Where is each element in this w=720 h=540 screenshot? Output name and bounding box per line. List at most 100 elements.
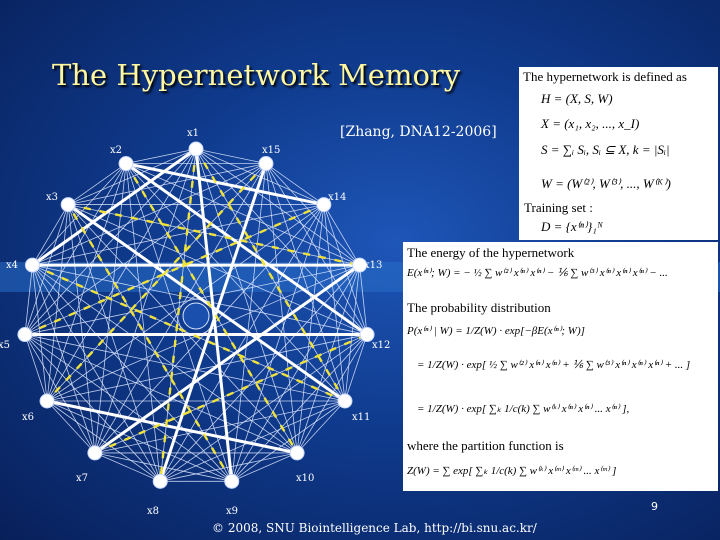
graph-edge [32,204,69,266]
node-label-x15: x15 [262,145,281,156]
graph-edge [160,334,368,482]
node-label-x6: x6 [22,412,35,423]
graph-node-x7 [87,445,103,461]
slide-title: The Hypernetwork Memory [52,58,461,92]
graph-node-x3 [60,197,76,213]
graph-edge [24,148,197,335]
hyperedge-dashed [67,203,360,267]
graph-edge [296,264,360,454]
graph-edge [195,148,267,164]
graph-edge [344,334,368,402]
graph-node-x12 [359,327,375,343]
graph-edge [24,163,127,335]
graph-edge [32,264,298,454]
graph-edge [265,163,368,335]
graph-edge [159,204,325,482]
graph-edge [24,334,96,454]
graph-node-x14 [316,197,332,213]
node-label-x4: x4 [6,260,19,271]
definition-panel: The hypernetwork is defined as H = (X, S… [519,67,718,240]
graph-edge [32,163,267,266]
graph-node-x4 [24,257,40,273]
node-label-x13: x13 [364,260,383,271]
graph-edge [32,264,233,482]
node-label-x8: x8 [147,506,160,517]
graph-edge [265,163,346,402]
graph-edge [296,334,368,454]
graph-edge [195,148,324,205]
highlighted-edge [94,263,361,455]
graph-edge [32,163,127,266]
graph-edge [32,204,324,266]
graph-edge [94,400,346,454]
graph-edge [359,265,368,335]
graph-node-x10 [289,445,305,461]
graph-edge [24,334,161,482]
graph-edge [231,163,267,482]
highlighted-edge [46,399,298,455]
graph-edge [94,163,267,454]
graph-edge [195,148,368,335]
hyperedge-dashed [67,203,233,482]
graph-node-x8 [152,473,168,489]
graph-edge [67,163,127,205]
graph-edge [67,204,161,482]
graph-edge [94,163,127,453]
graph-edge [24,204,69,335]
graph-edge [323,204,346,402]
graph-edge [24,163,267,335]
footer-copyright: © 2008, SNU Biointelligence Lab, http://… [212,521,537,535]
graph-edge [323,204,360,266]
graph-edge [231,452,298,482]
node-label-x2: x2 [110,145,123,156]
graph-edge [231,400,346,482]
energy-equation: E(x⁽ⁿ⁾; W) = − ½ ∑ w⁽²⁾ x⁽ⁿ⁾ x⁽ⁿ⁾ − ⅙ ∑ … [407,267,668,279]
hyperedge-dashed [46,162,267,402]
graph-edge [32,264,161,482]
center-node [182,302,210,330]
graph-edge [231,334,368,482]
hyperedge-dashed [24,203,325,336]
graph-node-x1 [188,141,204,157]
highlighted-edge [194,148,234,482]
node-label-x10: x10 [296,473,315,484]
equation-x: X = (x₁, x₂, ..., x_I) [541,116,640,131]
highlighted-edge [125,162,368,336]
training-set-label: Training set : [524,200,593,215]
graph-edge [323,204,368,335]
graph-edge [231,204,325,482]
probability-heading: The probability distribution [407,300,551,315]
graph-node-x13 [352,257,368,273]
hyperedge-dashed [194,148,346,402]
graph-edge [46,400,232,482]
graph-node-x5 [17,327,33,343]
graph-edge [94,452,161,482]
graph-edge [46,400,96,454]
graph-edge [344,265,360,402]
graph-edge [159,264,360,482]
graph-edge [24,334,48,402]
graph-edge [265,163,360,266]
graph-edge [24,334,298,454]
energy-heading: The energy of the hypernetwork [407,245,575,260]
graph-node-x15 [258,156,274,172]
page-number: 9 [651,500,658,513]
graph-edge [195,148,360,266]
node-label-x5: x5 [0,340,11,351]
graph-edge [68,204,368,335]
probability-equation-1: P(x⁽ⁿ⁾ | W) = 1/Z(W) · exp[−βE(x⁽ⁿ⁾; W)] [407,325,585,337]
graph-edge [68,148,197,205]
graph-edge [125,163,161,482]
hyperedge-dashed [159,148,198,482]
graph-edge [296,204,325,453]
highlighted-edge [125,162,325,207]
citation: [Zhang, DNA12-2006] [340,124,497,140]
energy-panel: The energy of the hypernetwork E(x⁽ⁿ⁾; W… [403,242,718,491]
node-label-x3: x3 [46,192,59,203]
graph-edge [24,265,33,335]
graph-edge [195,148,298,454]
graph-edge [46,148,197,402]
probability-equation-2: = 1/Z(W) · exp[ ½ ∑ w⁽²⁾ x⁽ⁿ⁾ x⁽ⁿ⁾ + ⅙ ∑… [417,359,691,371]
hyperedge-dashed [94,333,368,455]
graph-edge [24,334,346,402]
